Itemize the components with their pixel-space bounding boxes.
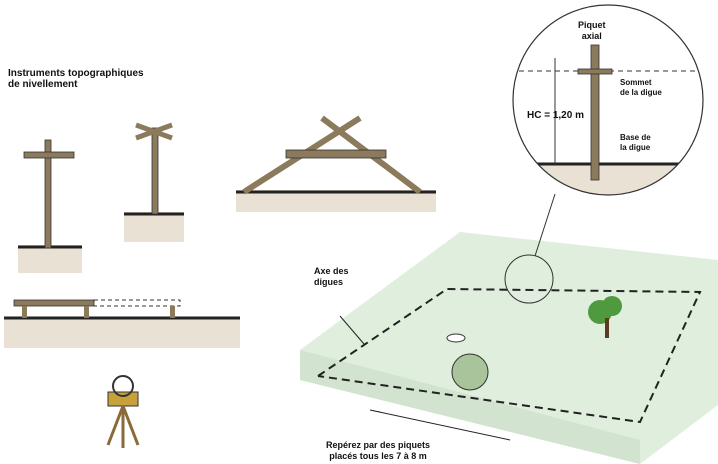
label-line: placés tous les 7 à 8 m (329, 451, 427, 461)
t-level-instrument (18, 139, 82, 273)
water-level-board (4, 299, 240, 348)
dike-top-label: Sommet de la digue (620, 78, 662, 98)
label-line: axial (581, 31, 602, 41)
a-frame-level (236, 115, 436, 212)
stake-detail-circle (512, 4, 704, 196)
theodolite-tripod (106, 375, 140, 448)
label-line: de la digue (620, 88, 662, 97)
label-line: Sommet (620, 78, 652, 87)
label-line: Piquet (578, 20, 606, 30)
spacing-label: Repérez par des piquets placés tous les … (326, 440, 430, 462)
field-plot (300, 193, 718, 464)
cross-level-instrument (124, 122, 184, 242)
title-line: Instruments topographiques (8, 68, 144, 79)
instruments-title: Instruments topographiques de nivellemen… (8, 68, 144, 90)
dike-base-label: Base de la digue (620, 133, 651, 153)
stake-label: Piquet axial (578, 20, 606, 42)
label-line: Axe des (314, 266, 349, 276)
label-line: Repérez par des piquets (326, 440, 431, 450)
height-label: HC = 1,20 m (527, 110, 584, 121)
axis-label: Axe des digues (314, 266, 349, 288)
label-line: Base de (620, 133, 651, 142)
title-line: de nivellement (8, 79, 78, 90)
label-line: la digue (620, 143, 651, 152)
label-line: digues (314, 277, 344, 287)
